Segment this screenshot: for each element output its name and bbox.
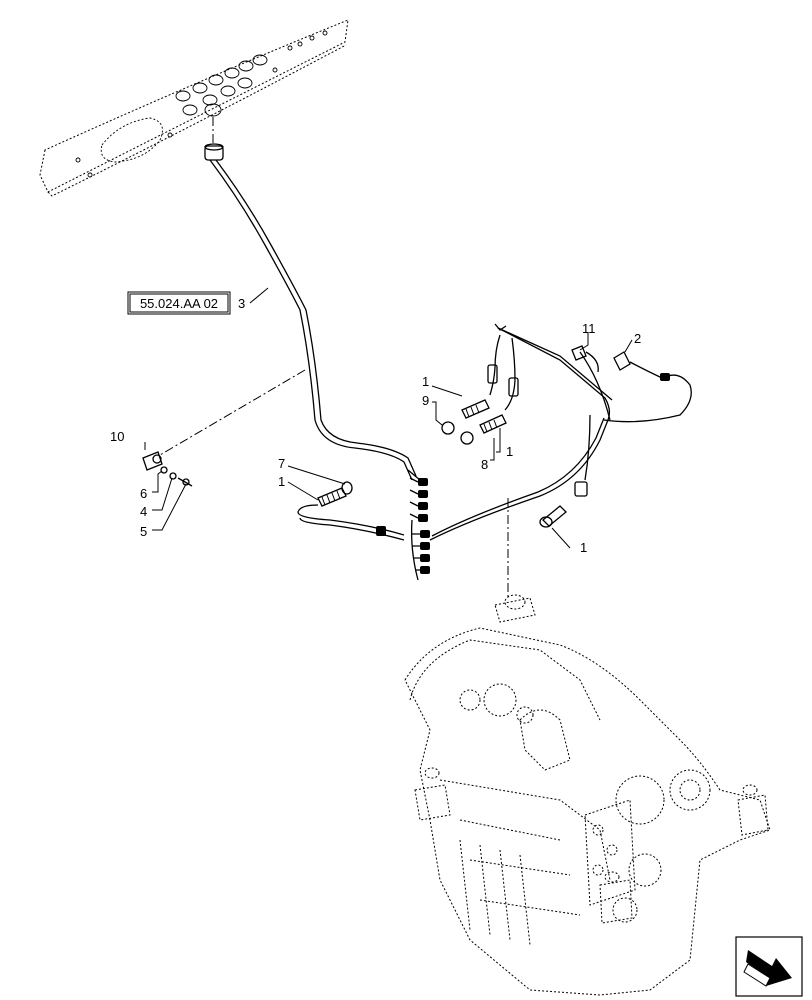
callout-1-d: 1	[580, 540, 587, 555]
callout-7: 7	[278, 456, 285, 471]
callout-2: 2	[634, 331, 641, 346]
bolt-6-4-5	[160, 466, 193, 487]
callout-1-a: 1	[422, 374, 429, 389]
panel-gauge-holes	[75, 30, 328, 178]
wiring-harness	[204, 143, 692, 581]
sensor-1-left	[317, 481, 353, 507]
reference-box[interactable]: 55.024.AA 02	[127, 291, 231, 315]
callout-10: 10	[110, 429, 124, 444]
callout-3: 3	[238, 296, 245, 311]
sensor-9	[441, 399, 490, 435]
sensor-2	[613, 351, 670, 381]
callout-8: 8	[481, 457, 488, 472]
connector-cluster-upper	[407, 469, 428, 522]
callout-6: 6	[140, 486, 147, 501]
connector-cluster-lower	[410, 519, 430, 581]
dashboard-panel	[39, 19, 349, 197]
next-page-arrow-icon[interactable]	[735, 936, 803, 997]
callout-11: 11	[582, 321, 596, 336]
callout-9: 9	[422, 393, 429, 408]
callout-5: 5	[140, 524, 147, 539]
transmission-assembly	[404, 498, 771, 996]
callout-1-c: 1	[278, 474, 285, 489]
sensor-8	[460, 414, 507, 445]
callout-4: 4	[140, 504, 147, 519]
sensor-11	[571, 345, 599, 373]
reference-box-label: 55.024.AA 02	[140, 296, 218, 311]
callout-labels: 3 11 2 1 9 8 1 10 7 1 6 4 5 1	[110, 296, 641, 555]
callout-1-b: 1	[506, 444, 513, 459]
sensor-1-right	[539, 505, 567, 528]
clip-10	[142, 451, 163, 471]
leader-lines	[144, 287, 633, 549]
